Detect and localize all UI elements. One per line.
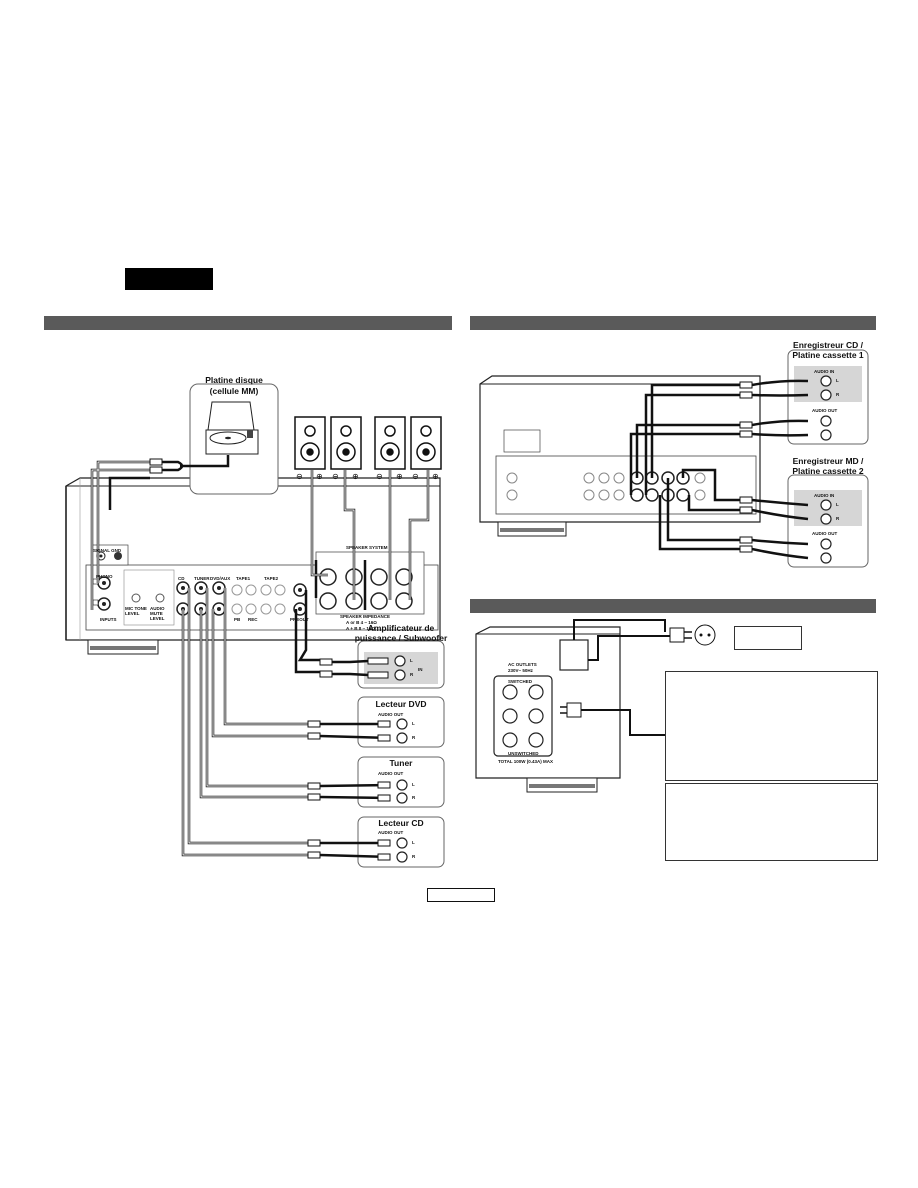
mute-level-label: AUDIO MUTE LEVEL: [150, 606, 165, 621]
tape1-label: TAPE1: [236, 576, 251, 581]
svg-text:⊕: ⊕: [396, 472, 403, 481]
recorder1-l: L: [836, 378, 839, 383]
recorder1-r: R: [836, 392, 840, 397]
power-amp-box: [357, 640, 445, 689]
note-box-2: [665, 783, 878, 861]
dvd-title: Lecteur DVD: [375, 699, 427, 709]
tuner-out-label: AUDIO OUT: [378, 771, 404, 776]
amplifier-body-left: [65, 477, 441, 655]
power-amp-title-2: puissance / Subwoofer: [354, 633, 448, 643]
tuner-l: L: [412, 782, 415, 787]
dvd-out-label: AUDIO OUT: [378, 712, 404, 717]
recorder2-in-label: AUDIO IN: [814, 493, 835, 498]
speaker-system-label: SPEAKER SYSTEM: [346, 545, 388, 550]
impedance-line-2: A + B 8 ~ 16Ω: [346, 626, 375, 631]
language-tab: [125, 268, 213, 290]
section-header-bar-power: [470, 599, 876, 613]
recorder2-out-label: AUDIO OUT: [812, 531, 838, 536]
dvd-l: L: [412, 721, 415, 726]
signal-gnd-label: SIGNAL GND: [93, 548, 122, 553]
tuner-title: Tuner: [389, 758, 413, 768]
svg-text:⊕: ⊕: [316, 472, 323, 481]
cd-title: Lecteur CD: [378, 818, 424, 828]
speaker-polarity-marks: ⊖ ⊕ ⊖ ⊕ ⊖ ⊕ ⊖ ⊕: [296, 472, 439, 481]
tuner-r: R: [412, 795, 416, 800]
recorder1-title-2: Platine cassette 1: [792, 350, 864, 360]
cd-l: L: [412, 840, 415, 845]
speaker-impedance-label: SPEAKER IMPEDANCE: [340, 614, 391, 619]
turntable-title-2: (cellule MM): [209, 386, 259, 396]
power-amp-title-1: Amplificateur de: [367, 623, 435, 633]
recorder2-l: L: [836, 502, 839, 507]
recorder1-out-label: AUDIO OUT: [812, 408, 838, 413]
speakers: [294, 416, 442, 470]
power-amp-in-label: IN: [418, 667, 423, 672]
recorder2-r: R: [836, 516, 840, 521]
switched-label: SWITCHED: [508, 679, 532, 684]
cd-jack-label: CD: [178, 576, 185, 581]
plugs: [560, 624, 716, 718]
page-number-box: [427, 888, 495, 902]
tuner-jack-label: TUNER: [194, 576, 210, 581]
turntable-box: [189, 383, 279, 495]
recorder-cables: [629, 379, 809, 560]
tape1-rec-label: REC: [248, 617, 258, 622]
cd-out-label: AUDIO OUT: [378, 830, 404, 835]
total-power-label: TOTAL 100W (0.43A) MAX: [498, 759, 554, 764]
turntable-title-1: Platine disque: [205, 375, 263, 385]
section-header-bar-connections: [44, 316, 452, 330]
recorder1-title-1: Enregistreur CD /: [793, 340, 863, 350]
power-amp-r: R: [410, 672, 414, 677]
phono-label: PHONO: [96, 574, 113, 579]
dvd-aux-jack-label: DVD/AUX: [210, 576, 231, 581]
power-rear-panel: [475, 626, 621, 793]
power-amp-l: L: [410, 658, 413, 663]
impedance-line-1: A or B 4 ~ 16Ω: [346, 620, 377, 625]
dvd-r: R: [412, 735, 416, 740]
recorder2-title-2: Platine cassette 2: [792, 466, 864, 476]
svg-text:⊖: ⊖: [412, 472, 419, 481]
svg-text:⊖: ⊖: [332, 472, 339, 481]
tape2-label: TAPE2: [264, 576, 279, 581]
svg-text:⊕: ⊕: [352, 472, 359, 481]
power-cords: [573, 619, 672, 736]
inputs-label: INPUTS: [100, 617, 117, 622]
cd-r: R: [412, 854, 416, 859]
mic-level-label: MIC TONE LEVEL: [125, 606, 147, 616]
ac-outlets-label: AC OUTLETS: [508, 662, 537, 667]
recorder-boxes: [787, 349, 869, 568]
recorder2-title-1: Enregistreur MD /: [792, 456, 864, 466]
voltage-label: 230V~ 50Hz: [508, 668, 533, 673]
preout-label: PREOUT: [290, 617, 309, 622]
unswitched-label: UNSWITCHED: [508, 751, 539, 756]
svg-text:⊖: ⊖: [296, 472, 303, 481]
svg-text:⊕: ⊕: [432, 472, 439, 481]
amplifier-body-right: [479, 375, 761, 537]
plug-type-box: [734, 626, 802, 650]
tape1-pb-label: PB: [234, 617, 241, 622]
note-box-1: [665, 671, 878, 781]
svg-text:⊖: ⊖: [376, 472, 383, 481]
recorder1-in-label: AUDIO IN: [814, 369, 835, 374]
section-header-bar-recorders: [470, 316, 876, 330]
